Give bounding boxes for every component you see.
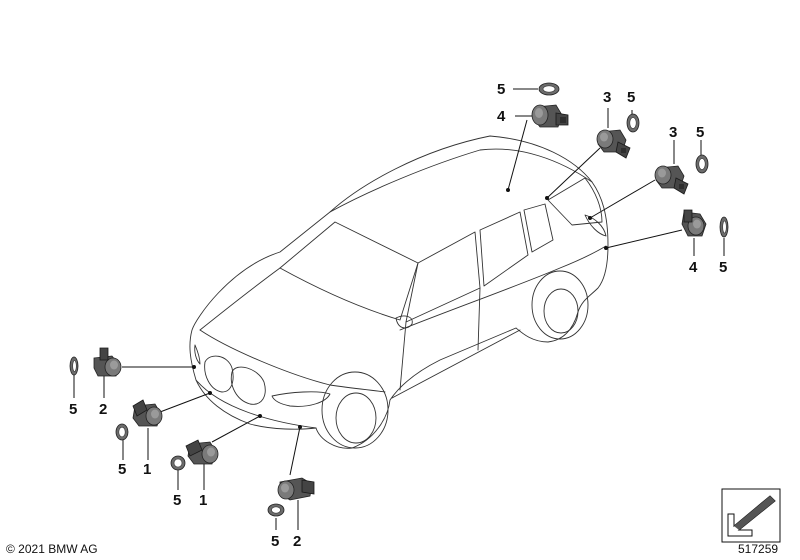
leader-front-sensor-2b [289, 426, 301, 476]
car-hood-line [199, 329, 386, 393]
callout-label: 5 [627, 89, 635, 106]
car-roof-line [329, 148, 593, 213]
pdc-sensor-part[interactable] [277, 477, 315, 501]
car-windshield [279, 221, 419, 321]
car-front-wheel-arch [321, 371, 389, 449]
leader-lines [73, 88, 725, 530]
callout-label: 5 [497, 81, 505, 98]
car-side-mirror [395, 315, 413, 329]
sealing-ring-part[interactable] [695, 154, 709, 174]
leader-dot [192, 365, 196, 369]
diagram-number: 517259 [738, 542, 778, 556]
car-side-window-front [405, 231, 481, 323]
pdc-sensor-part[interactable] [681, 209, 707, 237]
sealing-ring-part[interactable] [115, 423, 129, 441]
callout-label: 1 [143, 461, 151, 478]
car-tail-light [584, 214, 607, 237]
leader-rear-sensor-4 [605, 229, 683, 249]
vehicle-outline [189, 135, 609, 449]
car-body-silhouette [189, 135, 609, 449]
callout-label: 5 [696, 124, 704, 141]
sealing-ring-part[interactable] [626, 113, 640, 133]
sealing-rings [69, 82, 729, 517]
leader-dot [506, 188, 510, 192]
leader-rear-sensor-3b [589, 179, 656, 219]
leader-rear-sensor-3a [546, 147, 601, 199]
sealing-ring-part[interactable] [69, 356, 79, 376]
car-door-line-1 [399, 321, 407, 391]
leader-dot [258, 414, 262, 418]
car-headlight-left [194, 344, 201, 365]
leader-dot [208, 391, 212, 395]
pdc-sensors [93, 104, 707, 501]
car-rear-glass [547, 177, 603, 226]
car-grille-right [230, 366, 266, 405]
car-door-line-2 [477, 287, 481, 351]
leader-front-sensor-1a [159, 392, 211, 413]
leader-front-sensor-1b [211, 415, 261, 443]
arrow-shadow-icon [734, 496, 775, 530]
car-side-window-quarter [523, 203, 554, 253]
sealing-ring-part[interactable] [267, 503, 285, 517]
leader-rear-top-sensor [507, 119, 528, 191]
car-sill-line [391, 329, 521, 399]
sealing-ring-part[interactable] [170, 455, 186, 471]
car-front-wheel [335, 392, 377, 444]
callout-label: 4 [497, 108, 506, 125]
leader-dot [588, 216, 592, 220]
callout-label: 3 [603, 89, 611, 106]
callout-label: 5 [118, 461, 126, 478]
car-headlight-right [271, 391, 331, 407]
callout-label: 5 [271, 533, 279, 550]
car-shoulder-line [399, 245, 607, 331]
pdc-sensor-part[interactable] [531, 104, 569, 128]
callout-label: 2 [99, 401, 107, 418]
pdc-sensor-part[interactable] [185, 439, 219, 465]
leader-dot [604, 246, 608, 250]
car-rear-wheel-arch [531, 270, 589, 340]
callout-label: 5 [173, 492, 181, 509]
callout-label: 5 [719, 259, 727, 276]
callout-label: 2 [293, 533, 301, 550]
car-hood-crease [199, 267, 281, 331]
callout-label: 1 [199, 492, 207, 509]
callout-labels: 5 4 3 5 3 5 4 5 5 2 5 1 5 1 5 2 [69, 81, 727, 550]
sealing-ring-part[interactable] [719, 216, 729, 238]
pdc-sensor-part[interactable] [596, 129, 631, 159]
callout-label: 3 [669, 124, 677, 141]
leader-dot [298, 425, 302, 429]
pdc-sensor-part[interactable] [132, 399, 163, 427]
car-rear-wheel [543, 288, 579, 334]
pdc-sensor-part[interactable] [93, 347, 122, 377]
car-grille-left [204, 355, 234, 393]
copyright-text: © 2021 BMW AG [6, 542, 98, 556]
car-side-window-rear [479, 211, 529, 287]
callout-label: 4 [689, 259, 698, 276]
view-direction-symbol [721, 488, 781, 543]
callout-label: 5 [69, 401, 77, 418]
sealing-ring-part[interactable] [538, 82, 560, 96]
leader-dot [545, 196, 549, 200]
pdc-sensor-part[interactable] [654, 165, 689, 195]
